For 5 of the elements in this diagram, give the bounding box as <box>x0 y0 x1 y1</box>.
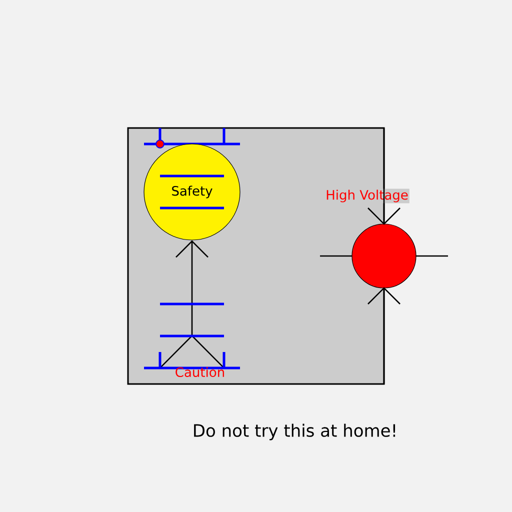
warning-label: Caution <box>176 366 224 378</box>
lamp-circle <box>352 224 416 288</box>
stand-drawing <box>159 334 225 369</box>
caption: Do not try this at home! <box>194 424 396 440</box>
arrow <box>176 240 208 336</box>
